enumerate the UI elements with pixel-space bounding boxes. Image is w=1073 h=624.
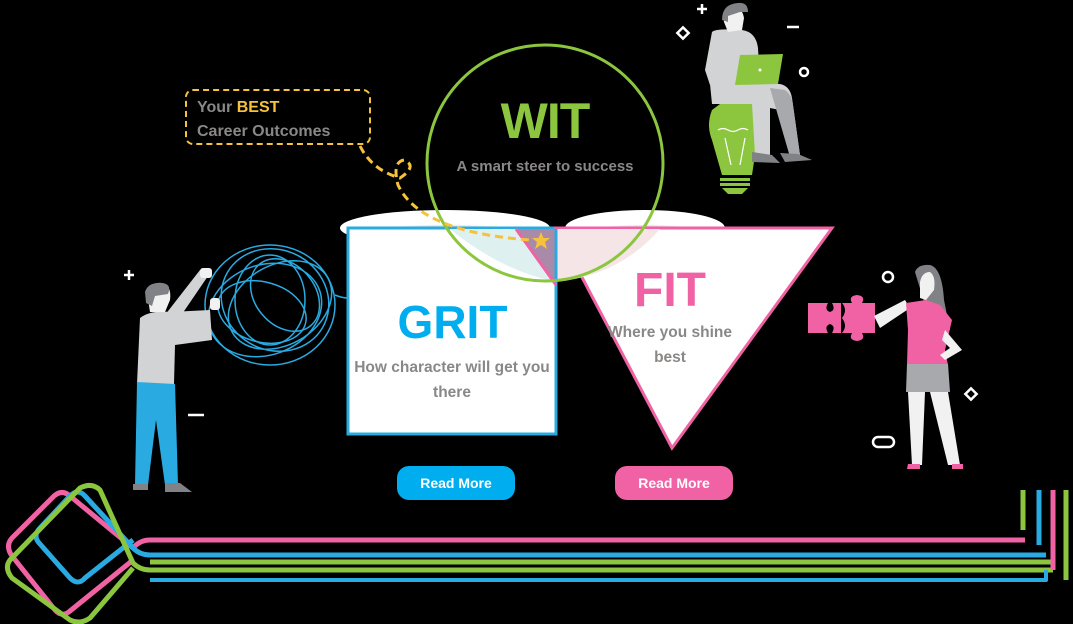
best-career-outcomes-callout: Your BEST Career Outcomes xyxy=(185,89,371,145)
diamond-icon xyxy=(963,386,979,402)
plus-icon xyxy=(124,270,134,280)
callout-connector xyxy=(358,145,531,242)
callout-highlight: BEST xyxy=(236,99,280,116)
diamond-icon xyxy=(675,25,691,41)
pill-icon xyxy=(871,435,896,449)
fit-triangle xyxy=(553,226,835,451)
plus-icon xyxy=(697,4,707,14)
fit-title: FIT xyxy=(634,264,706,317)
grit-subtitle: How character will get you there xyxy=(354,359,550,401)
decorative-ribbon-lines xyxy=(4,482,1069,624)
man-with-yarn-illustration xyxy=(133,244,349,492)
tangled-yarn-icon xyxy=(204,244,349,366)
man-on-lightbulb-illustration xyxy=(705,2,812,194)
puzzle-icon xyxy=(808,295,875,341)
fit-subtitle: Where you shine best xyxy=(607,324,733,366)
wit-circle xyxy=(425,43,665,283)
woman-with-puzzle-illustration xyxy=(808,264,963,469)
laptop-icon xyxy=(735,54,783,85)
fit-read-more-button[interactable]: Read More xyxy=(615,466,733,500)
callout-line2: Career Outcomes xyxy=(197,123,331,140)
wit-subtitle: A smart steer to success xyxy=(456,158,634,175)
star-icon xyxy=(532,232,550,249)
callout-prefix: Your xyxy=(197,99,233,116)
grit-read-more-button[interactable]: Read More xyxy=(397,466,515,500)
grit-title: GRIT xyxy=(397,296,508,348)
lightbulb-icon xyxy=(709,104,758,194)
circle-icon xyxy=(798,66,810,78)
wit-title: WIT xyxy=(500,93,591,149)
circle-icon xyxy=(881,270,895,284)
